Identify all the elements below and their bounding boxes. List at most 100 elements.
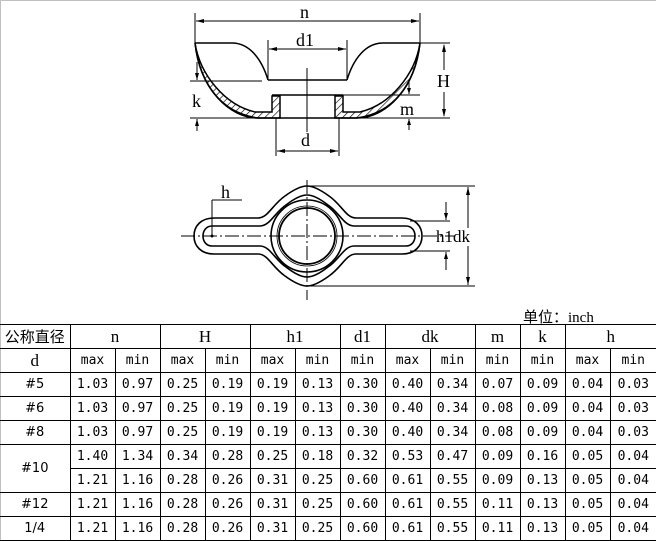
side-view (190, 13, 450, 156)
value-cell: 0.34 (429, 372, 476, 397)
subheader-h1-min: min (294, 348, 341, 373)
value-cell: 0.25 (294, 492, 341, 517)
value-cell: 0.19 (249, 420, 296, 445)
subheader-dk-max: max (384, 348, 431, 373)
subheader-n-min: min (114, 348, 161, 373)
label-d1: d1 (296, 30, 314, 50)
value-cell: 1.03 (69, 420, 116, 445)
header-dk: dk (384, 324, 476, 349)
value-cell: 0.05 (564, 468, 611, 493)
value-cell: 0.13 (294, 372, 341, 397)
value-cell: 0.30 (339, 396, 386, 421)
value-cell: 0.25 (159, 372, 206, 397)
wing-nut-drawing: n d1 H k m d h h1dk (181, 2, 475, 300)
header-k: k (519, 324, 566, 349)
value-cell: 0.13 (294, 420, 341, 445)
value-cell: 0.31 (249, 468, 296, 493)
header-h1: h1 (249, 324, 341, 349)
value-cell: 0.40 (384, 396, 431, 421)
subheader-h1-max: max (249, 348, 296, 373)
value-cell: 0.26 (204, 468, 251, 493)
value-cell: 0.28 (159, 516, 206, 541)
size-cell: #12 (0, 492, 71, 517)
spec-table: 公称直径 n H h1 d1 dk m k h d max min max mi… (0, 324, 656, 541)
value-cell: 0.30 (339, 372, 386, 397)
value-cell: 0.19 (204, 420, 251, 445)
subheader-dk-min: min (429, 348, 476, 373)
value-cell: 0.31 (249, 516, 296, 541)
value-cell: 0.25 (294, 468, 341, 493)
subheader-h-max: max (564, 348, 611, 373)
label-m: m (400, 99, 414, 119)
label-n: n (300, 2, 309, 22)
value-cell: 0.25 (294, 516, 341, 541)
value-cell: 0.03 (609, 396, 656, 421)
value-cell: 1.16 (114, 468, 161, 493)
value-cell: 0.07 (474, 372, 521, 397)
label-H: H (437, 71, 450, 91)
value-cell: 1.21 (69, 516, 116, 541)
subheader-h-min: min (609, 348, 656, 373)
value-cell: 0.28 (159, 492, 206, 517)
top-view (181, 180, 475, 300)
value-cell: 0.60 (339, 468, 386, 493)
value-cell: 0.40 (384, 420, 431, 445)
label-d: d (301, 130, 310, 150)
value-cell: 0.13 (294, 396, 341, 421)
value-cell: 0.04 (564, 396, 611, 421)
size-cell: 1/4 (0, 516, 71, 541)
header-n: n (69, 324, 161, 349)
value-cell: 0.97 (114, 396, 161, 421)
value-cell: 1.03 (69, 372, 116, 397)
value-cell: 0.13 (519, 468, 566, 493)
value-cell: 0.32 (339, 444, 386, 469)
header-h: h (564, 324, 656, 349)
value-cell: 1.40 (69, 444, 116, 469)
label-k: k (192, 91, 201, 111)
value-cell: 0.60 (339, 516, 386, 541)
value-cell: 0.04 (609, 468, 656, 493)
subheader-n-max: max (69, 348, 116, 373)
value-cell: 1.34 (114, 444, 161, 469)
value-cell: 0.25 (159, 420, 206, 445)
header-m: m (474, 324, 521, 349)
value-cell: 0.61 (384, 492, 431, 517)
value-cell: 0.19 (249, 396, 296, 421)
value-cell: 0.04 (564, 372, 611, 397)
value-cell: 0.04 (609, 492, 656, 517)
header-row-1: 公称直径 n H h1 d1 dk m k h (0, 324, 656, 349)
value-cell: 0.31 (249, 492, 296, 517)
value-cell: 0.19 (204, 396, 251, 421)
value-cell: 0.09 (519, 420, 566, 445)
value-cell: 0.11 (474, 492, 521, 517)
value-cell: 0.09 (474, 444, 521, 469)
header-d: d (0, 348, 71, 373)
value-cell: 0.04 (609, 516, 656, 541)
header-H: H (159, 324, 251, 349)
value-cell: 0.08 (474, 396, 521, 421)
value-cell: 0.61 (384, 516, 431, 541)
value-cell: 0.26 (204, 516, 251, 541)
value-cell: 0.04 (609, 444, 656, 469)
value-cell: 0.09 (474, 468, 521, 493)
value-cell: 0.61 (384, 468, 431, 493)
subheader-H-min: min (204, 348, 251, 373)
value-cell: 0.13 (519, 492, 566, 517)
value-cell: 0.40 (384, 372, 431, 397)
value-cell: 0.47 (429, 444, 476, 469)
value-cell: 1.16 (114, 492, 161, 517)
value-cell: 1.21 (69, 492, 116, 517)
size-cell: #5 (0, 372, 71, 397)
value-cell: 0.26 (204, 492, 251, 517)
value-cell: 0.25 (249, 444, 296, 469)
size-cell: #8 (0, 420, 71, 445)
value-cell: 0.13 (519, 516, 566, 541)
